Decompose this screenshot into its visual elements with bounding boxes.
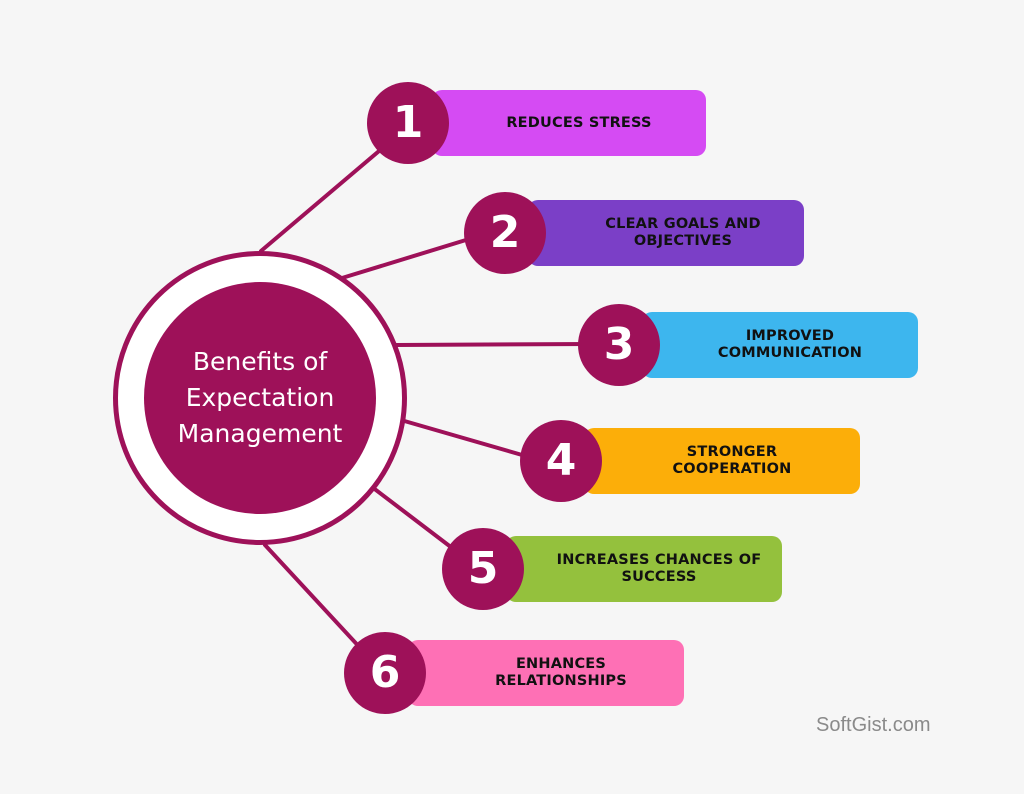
badge-number-3: 3 [603, 319, 635, 370]
benefit-pill-5: INCREASES CHANCES OF SUCCESS [506, 536, 782, 602]
number-badge-3: 3 [578, 304, 660, 386]
number-badge-4: 4 [520, 420, 602, 502]
connector-line-4 [392, 416, 538, 461]
badge-number-4: 4 [545, 435, 577, 486]
connector-line-1 [259, 133, 400, 253]
number-badge-6: 6 [344, 632, 426, 714]
watermark: SoftGist.com [816, 714, 931, 736]
connector-line-3 [394, 342, 594, 347]
benefit-pill-2: CLEAR GOALS AND OBJECTIVES [528, 200, 804, 266]
badge-number-5: 5 [467, 543, 499, 594]
number-badge-2: 2 [464, 192, 546, 274]
benefit-pill-6: ENHANCES RELATIONSHIPS [408, 640, 684, 706]
benefit-pill-4: STRONGER COOPERATION [584, 428, 860, 494]
connector-line-6 [263, 543, 366, 654]
hub-title: Benefits of Expectation Management [177, 347, 343, 448]
benefit-label-1: REDUCES STRESS [506, 114, 652, 131]
badge-number-2: 2 [489, 207, 521, 258]
benefit-pill-3: IMPROVED COMMUNICATION [642, 312, 918, 378]
benefit-pill-1: REDUCES STRESS [432, 90, 706, 156]
badge-number-6: 6 [369, 647, 401, 698]
benefit-label-4: STRONGER COOPERATION [672, 444, 792, 477]
benefit-label-6: ENHANCES RELATIONSHIPS [495, 656, 627, 689]
number-badge-1: 1 [367, 82, 449, 164]
benefit-label-3: IMPROVED COMMUNICATION [717, 328, 863, 361]
badge-number-1: 1 [392, 97, 424, 148]
connector-line-5 [370, 485, 462, 556]
hub-circle: Benefits of Expectation Management [144, 282, 376, 514]
benefit-label-5: INCREASES CHANCES OF SUCCESS [556, 552, 762, 585]
benefit-label-2: CLEAR GOALS AND OBJECTIVES [605, 216, 761, 249]
number-badge-5: 5 [442, 528, 524, 610]
